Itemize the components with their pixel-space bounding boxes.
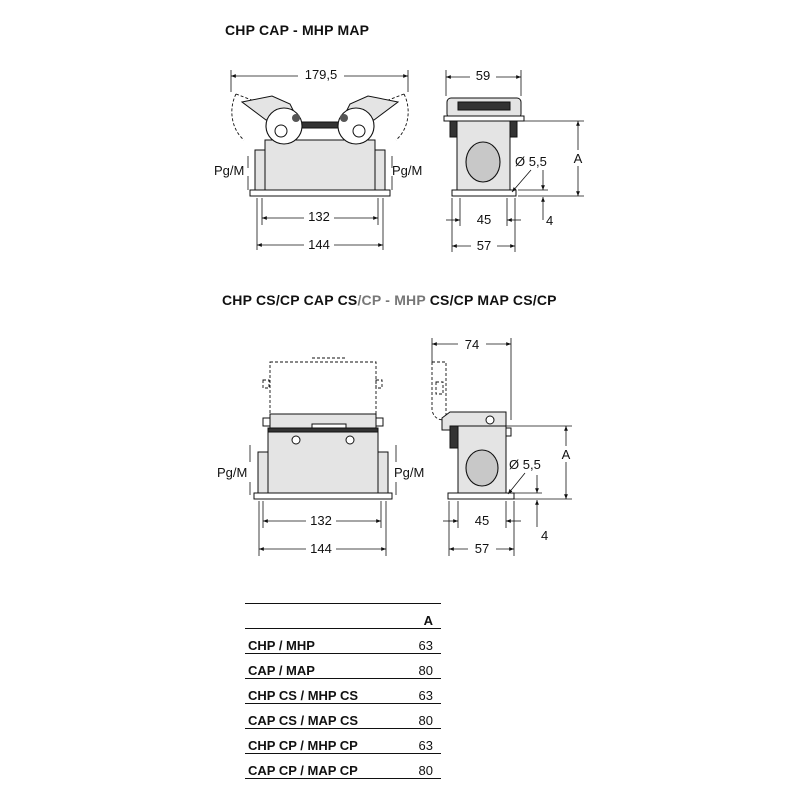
table-cell-a-value: 63: [383, 728, 441, 754]
table-cell-model: CHP CP / MHP CP: [245, 728, 383, 754]
dim-label-foot: 4: [541, 528, 548, 543]
housing-body: [264, 139, 376, 195]
cable-entry: [465, 141, 501, 183]
dim-label-overall: 57: [475, 541, 489, 556]
dim-label-foot: 4: [546, 213, 553, 228]
dim-label-outer: 144: [308, 237, 330, 252]
table-cell-model: CHP / MHP: [245, 628, 383, 654]
title-bottom-part-c: CS/CP MAP CS/CP: [425, 292, 557, 308]
table-cell-a-value: 63: [383, 678, 441, 704]
table-header-blank: [245, 603, 383, 629]
housing-body: [267, 431, 379, 497]
dim-label-base: 45: [477, 212, 491, 227]
lever-swing-right: [377, 93, 409, 141]
dim-label-height: A: [574, 151, 583, 166]
table-cell-model: CAP CP / MAP CP: [245, 753, 383, 779]
bottom-front-view: Pg/M Pg/M 132 144: [217, 357, 424, 556]
table-cell-a-value: 80: [383, 753, 441, 779]
dim-label-top-width: 74: [465, 337, 479, 352]
table-header-a: A: [383, 603, 441, 629]
table-cell-a-value: 80: [383, 653, 441, 679]
dim-label-inner: 132: [308, 209, 330, 224]
cover-open-outline: [269, 361, 377, 415]
title-top: CHP CAP - MHP MAP: [225, 22, 370, 38]
bottom-side-view: 74 A Ø 5,5 4 45: [431, 335, 573, 556]
table-cell-a-value: 80: [383, 703, 441, 729]
table-header-row: A: [245, 603, 441, 629]
title-bottom: CHP CS/CP CAP CS/CP - MHP CS/CP MAP CS/C…: [222, 292, 557, 308]
title-bottom-part-b: /CP - MHP: [357, 292, 426, 308]
top-side-view: 59 A Ø 5,5 4 45 57: [443, 67, 585, 253]
dim-label-inner: 132: [310, 513, 332, 528]
dim-label-top-width: 59: [476, 68, 490, 83]
hole-label: Ø 5,5: [509, 457, 541, 472]
cable-entry: [465, 449, 499, 487]
pg-label-left: Pg/M: [214, 163, 244, 178]
dim-label-height: A: [562, 447, 571, 462]
title-bottom-part-a: CHP CS/CP CAP CS: [222, 292, 358, 308]
pg-label-right: Pg/M: [394, 465, 424, 480]
table-cell-model: CHP CS / MHP CS: [245, 678, 383, 704]
base-plate: [249, 189, 391, 197]
dim-label-outer: 144: [310, 541, 332, 556]
dim-label-base: 45: [475, 513, 489, 528]
table-cell-a-value: 63: [383, 628, 441, 654]
pg-label-right: Pg/M: [392, 163, 422, 178]
lever-swing-left: [231, 93, 263, 141]
hole-label: Ø 5,5: [515, 154, 547, 169]
table-cell-model: CAP / MAP: [245, 653, 383, 679]
lid-open-outline: [431, 361, 450, 421]
table-cell-model: CAP CS / MAP CS: [245, 703, 383, 729]
top-front-view: 179,5 Pg/M Pg/M 132: [214, 64, 422, 252]
dim-label-overall: 57: [477, 238, 491, 253]
pg-label-left: Pg/M: [217, 465, 247, 480]
dim-label-overall-width: 179,5: [305, 67, 338, 82]
